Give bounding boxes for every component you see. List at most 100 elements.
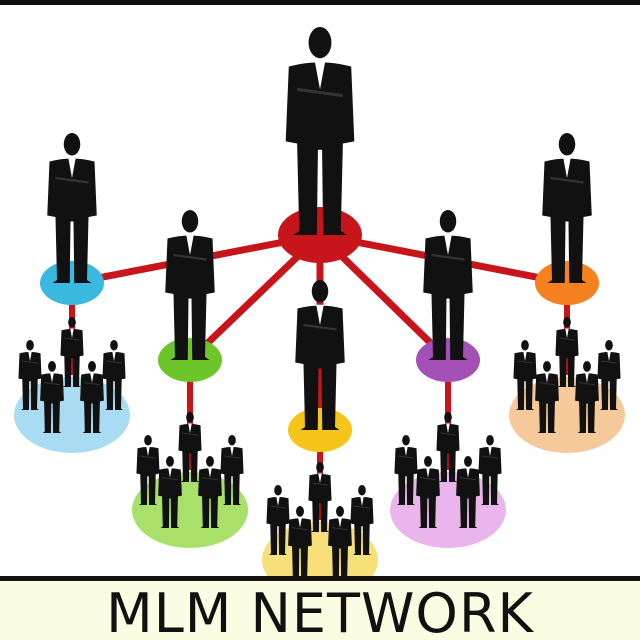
banner-divider	[0, 576, 640, 581]
shirt	[188, 423, 192, 433]
member-icon	[555, 317, 579, 387]
head	[308, 26, 332, 59]
member-icon	[436, 412, 460, 482]
shirt	[112, 351, 116, 361]
suit	[416, 468, 440, 528]
shirt	[446, 423, 450, 433]
head	[181, 210, 199, 233]
head	[144, 435, 152, 446]
crossed-arms	[332, 527, 348, 531]
head	[274, 485, 282, 496]
member-icon	[18, 340, 42, 410]
shirt	[488, 446, 492, 456]
suit	[18, 351, 42, 410]
suit	[597, 351, 621, 410]
head	[110, 340, 118, 351]
head	[424, 456, 432, 467]
root-node	[278, 207, 362, 263]
suit	[40, 373, 64, 433]
crossed-arms	[162, 477, 178, 481]
suit	[102, 351, 126, 410]
member-icon	[416, 456, 440, 528]
crossed-arms	[440, 432, 456, 436]
suit	[394, 446, 418, 505]
shirt	[314, 61, 326, 90]
head	[336, 506, 344, 517]
shirt	[338, 517, 342, 528]
shirt	[404, 446, 408, 456]
level1-node-5	[535, 261, 599, 305]
crossed-arms	[303, 323, 337, 331]
member-icon	[350, 485, 374, 555]
crossed-arms	[55, 176, 89, 184]
shirt	[316, 304, 324, 325]
head	[186, 412, 194, 423]
level1-node-3	[288, 408, 352, 452]
head	[486, 435, 494, 446]
suit	[436, 423, 460, 482]
leader-icon	[285, 26, 355, 235]
crossed-arms	[601, 360, 617, 364]
crossed-arms	[460, 477, 476, 481]
crossed-arms	[398, 455, 414, 459]
head	[166, 456, 174, 467]
member-icon	[597, 340, 621, 410]
suit	[350, 496, 374, 555]
head	[605, 340, 613, 351]
crossed-arms	[539, 382, 555, 386]
member-icon	[513, 340, 537, 410]
member-icon	[136, 435, 160, 505]
head	[444, 412, 452, 423]
shirt	[523, 351, 527, 361]
crossed-arms	[482, 455, 498, 459]
head	[464, 456, 472, 467]
suit	[513, 351, 537, 410]
shirt	[565, 328, 569, 338]
suit	[328, 518, 352, 578]
suit	[47, 158, 97, 283]
crossed-arms	[202, 477, 218, 481]
member-icon	[535, 361, 559, 433]
shirt	[563, 157, 571, 178]
suit	[555, 328, 579, 387]
shirt	[276, 496, 280, 506]
head	[228, 435, 236, 446]
head	[402, 435, 410, 446]
shirt	[70, 328, 74, 338]
shirt	[208, 467, 212, 478]
suit	[165, 235, 215, 360]
shirt	[230, 446, 234, 456]
member-icon	[60, 317, 84, 387]
crossed-arms	[173, 253, 207, 261]
member-icon	[394, 435, 418, 505]
member-icon	[198, 456, 222, 528]
shirt	[186, 234, 194, 255]
head	[48, 361, 56, 372]
level1-node-4	[416, 338, 480, 382]
crossed-arms	[431, 253, 465, 261]
suit	[288, 518, 312, 578]
suit	[178, 423, 202, 482]
member-icon	[308, 462, 332, 532]
shirt	[585, 372, 589, 383]
crossed-arms	[224, 455, 240, 459]
crossed-arms	[292, 527, 308, 531]
crossed-arms	[559, 337, 575, 341]
head	[296, 506, 304, 517]
title-banner: MLM NETWORK	[0, 581, 640, 640]
network-tree	[14, 26, 625, 580]
suit	[266, 496, 290, 555]
member-icon	[266, 485, 290, 555]
shirt	[466, 467, 470, 478]
suit	[220, 446, 244, 505]
distributor-icon	[165, 210, 215, 360]
shirt	[168, 467, 172, 478]
distributor-icon	[47, 133, 97, 283]
suit	[542, 158, 592, 283]
head	[26, 340, 34, 351]
member-icon	[80, 361, 104, 433]
suit	[308, 473, 332, 532]
member-icon	[220, 435, 244, 505]
suit	[60, 328, 84, 387]
distributor-icon	[423, 210, 473, 360]
